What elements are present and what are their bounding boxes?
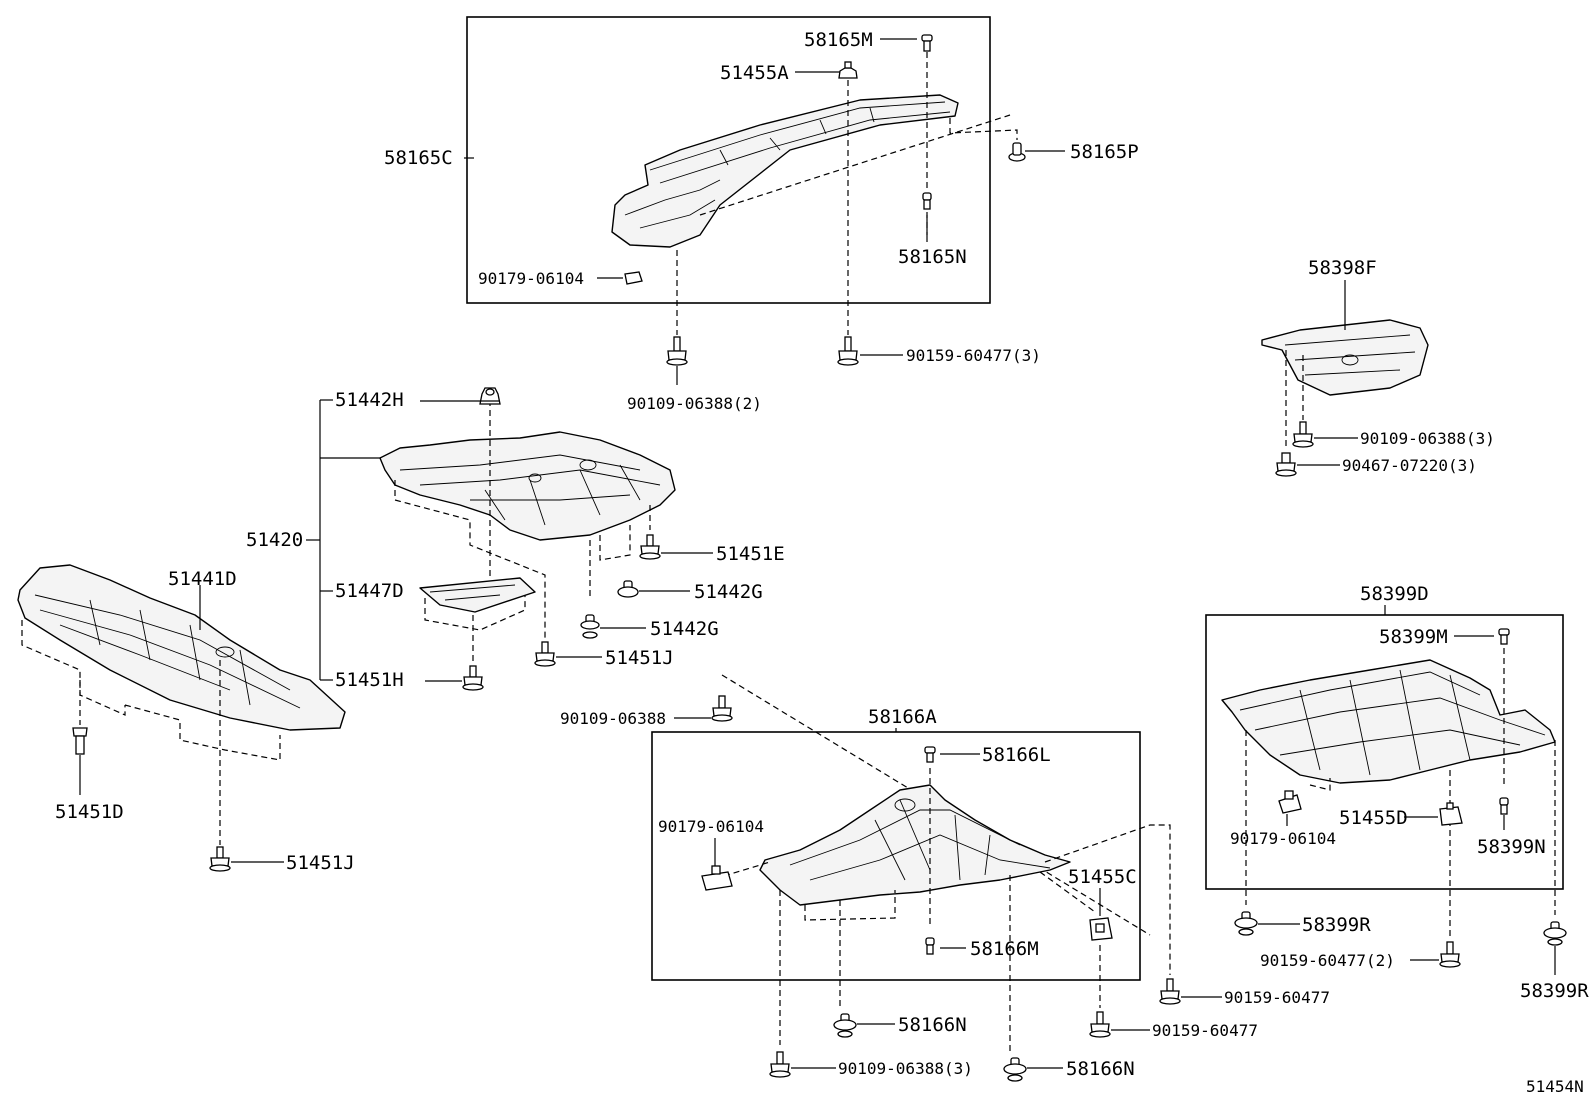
label-90179-right: 90179-06104 <box>1230 829 1336 848</box>
label-90159-a: 90159-60477 <box>1224 988 1330 1007</box>
label-90109-3-bottom: 90109-06388(3) <box>838 1059 973 1078</box>
label-58165c: 58165C <box>384 147 453 169</box>
bolt-icon <box>924 746 936 763</box>
label-58399n: 58399N <box>1477 836 1546 858</box>
label-51455a: 51455A <box>720 62 789 84</box>
label-58399r-1: 58399R <box>1302 914 1371 936</box>
bolt-icon <box>209 846 231 872</box>
label-90179-top: 90179-06104 <box>478 269 584 288</box>
label-58399d: 58399D <box>1360 583 1429 605</box>
label-58398f: 58398F <box>1308 257 1377 279</box>
label-58166n-2: 58166N <box>1066 1058 1135 1080</box>
grommet-icon <box>1234 911 1258 936</box>
bolt-icon <box>639 534 661 560</box>
part-58165c-rail-cover[interactable] <box>611 94 959 248</box>
bolt-icon <box>925 937 935 955</box>
figure-reference: 51454N <box>1526 1077 1584 1096</box>
label-51455d: 51455D <box>1339 807 1408 829</box>
label-51451d: 51451D <box>55 801 124 823</box>
clip-icon <box>1439 802 1463 826</box>
grommet-icon <box>1008 142 1026 162</box>
part-58398f-cover[interactable] <box>1261 319 1429 396</box>
bolt-icon <box>1089 1011 1111 1038</box>
bolt-icon <box>921 34 933 52</box>
bolt-icon <box>72 727 88 755</box>
nut-icon <box>1275 452 1297 477</box>
grommet-icon <box>580 614 600 639</box>
bolt-icon <box>769 1051 791 1078</box>
label-90109-3-right: 90109-06388(3) <box>1360 429 1495 448</box>
label-51442g-1: 51442G <box>694 581 763 603</box>
clip-icon <box>479 387 501 405</box>
label-51441d: 51441D <box>168 568 237 590</box>
label-58166l: 58166L <box>982 744 1051 766</box>
grommet-icon <box>1003 1057 1027 1082</box>
part-58399d-rear-undercover[interactable] <box>1221 659 1556 784</box>
label-51442g-2: 51442G <box>650 618 719 640</box>
bolt-icon <box>1499 797 1509 815</box>
label-58399r-2: 58399R <box>1520 980 1589 1002</box>
label-58166a: 58166A <box>868 706 937 728</box>
label-90467-3: 90467-07220(3) <box>1342 456 1477 475</box>
clip-icon <box>1278 790 1302 814</box>
label-51442h: 51442H <box>335 389 404 411</box>
part-51420-engine-undercover[interactable] <box>379 431 676 541</box>
bolt-icon <box>1292 421 1314 448</box>
label-90159-3: 90159-60477(3) <box>906 346 1041 365</box>
part-58166a-center-undercover[interactable] <box>759 784 1071 906</box>
label-58399m: 58399M <box>1379 626 1448 648</box>
label-58166n-1: 58166N <box>898 1014 967 1036</box>
label-90109-2: 90109-06388(2) <box>627 394 762 413</box>
label-90179-mid: 90179-06104 <box>658 817 764 836</box>
bolt-icon <box>534 641 556 667</box>
label-58166m: 58166M <box>970 938 1039 960</box>
part-51441d-front-undercover[interactable] <box>17 564 346 731</box>
label-58165p: 58165P <box>1070 141 1139 163</box>
clip-icon <box>1089 917 1113 941</box>
label-51451e: 51451E <box>716 543 785 565</box>
bolt-icon <box>462 665 484 691</box>
label-58165n: 58165N <box>898 246 967 268</box>
grommet-icon <box>617 580 639 598</box>
grommet-icon <box>1543 921 1567 946</box>
group-box-58165c <box>466 16 991 304</box>
grommet-icon <box>833 1013 857 1038</box>
label-51451j-mid: 51451J <box>605 647 674 669</box>
bolt-icon <box>1159 978 1181 1005</box>
bolt-icon <box>711 695 733 722</box>
label-90109-mid: 90109-06388 <box>560 709 666 728</box>
clip-icon <box>838 61 858 79</box>
bolt-icon <box>1439 941 1461 968</box>
label-51455c: 51455C <box>1068 866 1137 888</box>
label-51447d: 51447D <box>335 580 404 602</box>
label-51451h: 51451H <box>335 669 404 691</box>
label-58165m: 58165M <box>804 29 873 51</box>
part-51447d-bracket[interactable] <box>419 577 536 613</box>
clip-icon <box>701 865 733 891</box>
clip-icon <box>624 271 643 285</box>
bolt-icon <box>922 192 932 210</box>
label-51451j-low: 51451J <box>286 852 355 874</box>
label-90159-b: 90159-60477 <box>1152 1021 1258 1040</box>
bolt-icon <box>666 336 688 366</box>
label-90159-2: 90159-60477(2) <box>1260 951 1395 970</box>
bolt-icon <box>837 336 859 366</box>
bolt-icon <box>1498 628 1510 645</box>
label-51420: 51420 <box>246 529 303 551</box>
